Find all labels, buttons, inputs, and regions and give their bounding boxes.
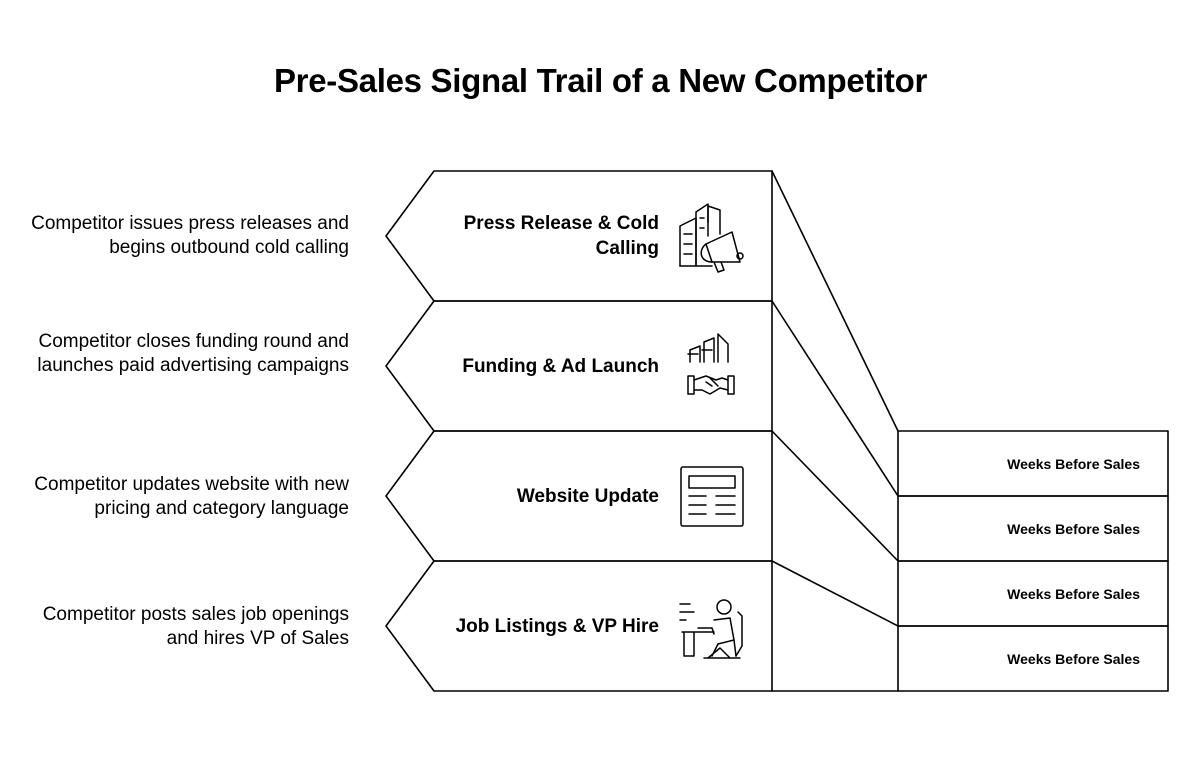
connector-line-1 — [771, 170, 899, 432]
stage-description-2: Competitor closes funding round and laun… — [37, 331, 349, 376]
stage-description-3: Competitor updates website with new pric… — [34, 474, 349, 519]
stage-description-1: Competitor issues press releases and beg… — [31, 213, 349, 258]
stage-label-1: Press Release & Cold Calling — [463, 213, 659, 259]
stage-label-2: Funding & Ad Launch — [462, 356, 659, 377]
connector-line-2 — [771, 300, 899, 497]
stage-label-3: Website Update — [516, 486, 659, 507]
webpage-icon — [680, 466, 744, 527]
timing-label-3: Weeks Before Sales — [1007, 586, 1140, 602]
page-title: Pre-Sales Signal Trail of a New Competit… — [273, 62, 928, 99]
stage-block-4 — [385, 560, 773, 692]
timing-label-1: Weeks Before Sales — [1007, 456, 1140, 472]
person-at-desk-icon — [679, 599, 743, 659]
connector-line-3 — [771, 430, 899, 562]
timing-label-2: Weeks Before Sales — [1007, 521, 1140, 537]
timing-box-4 — [897, 625, 1169, 692]
connector-line-4 — [771, 560, 899, 627]
handshake-buildings-icon — [687, 333, 735, 395]
megaphone-buildings-icon — [679, 203, 744, 273]
stage-description-4: Competitor posts sales job openings and … — [42, 604, 349, 649]
stage-label-4: Job Listings & VP Hire — [455, 616, 659, 637]
timing-label-4: Weeks Before Sales — [1007, 651, 1140, 667]
